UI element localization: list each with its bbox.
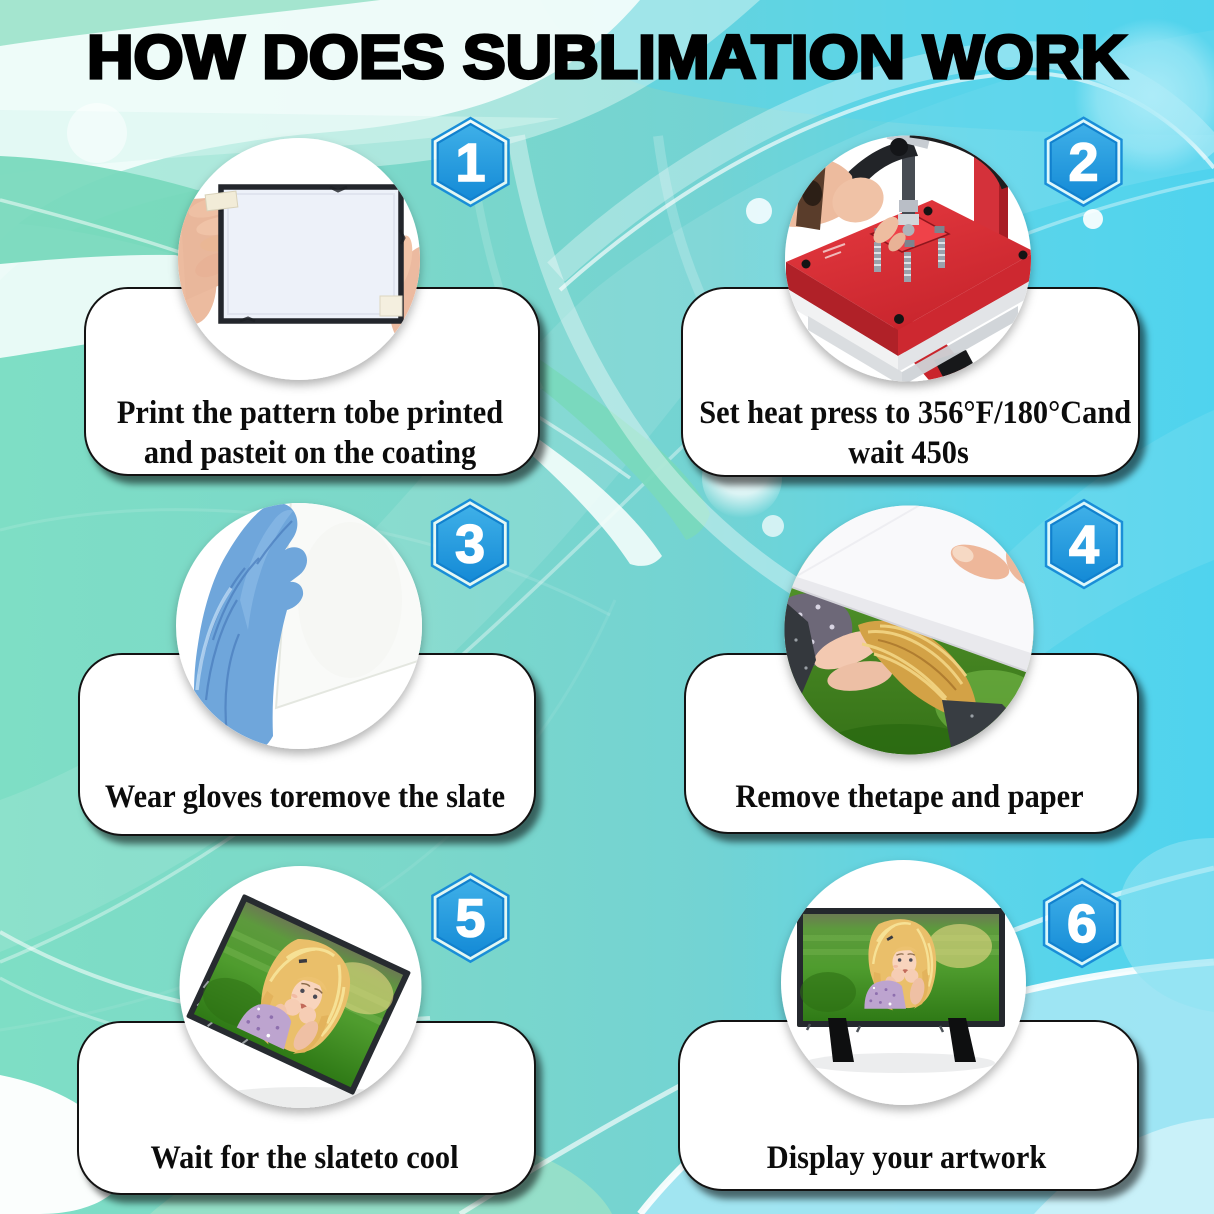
svg-text:2: 2	[1068, 133, 1098, 193]
svg-text:1: 1	[455, 133, 485, 193]
svg-text:HOW DOES SUBLIMATION WORK: HOW DOES SUBLIMATION WORK	[87, 23, 1127, 91]
svg-text:4: 4	[1069, 515, 1099, 575]
svg-text:6: 6	[1067, 894, 1097, 954]
svg-text:5: 5	[455, 889, 485, 949]
svg-text:3: 3	[455, 515, 485, 575]
